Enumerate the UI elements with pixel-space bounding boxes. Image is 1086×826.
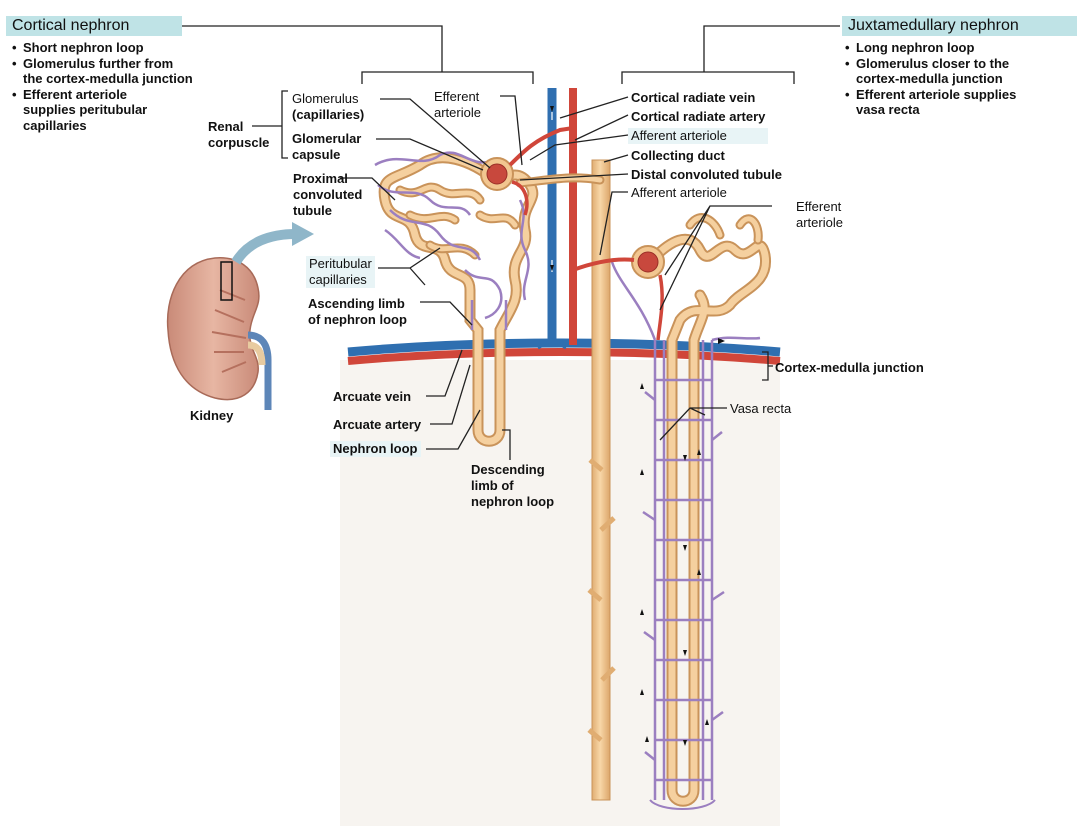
label-cortex-medulla-junction: Cortex-medulla junction	[775, 360, 924, 375]
kidney-illustration	[166, 222, 314, 410]
label-arcuate-vein: Arcuate vein	[333, 389, 412, 404]
label-collecting-duct: Collecting duct	[631, 148, 725, 163]
list-item: Long nephron loop	[845, 40, 1016, 56]
cortical-radiate-vessels	[537, 88, 577, 350]
list-item: Short nephron loop	[12, 40, 193, 56]
arcuate-vessels	[347, 338, 781, 365]
cortical-glomerulus	[480, 126, 574, 216]
leader-lines	[178, 25, 840, 460]
label-cortical-radiate-artery: Cortical radiate artery	[631, 109, 766, 124]
label-distal-convoluted-tubule: Distal convoluted tubule	[631, 167, 782, 182]
cortical-nephron-title: Cortical nephron	[6, 16, 182, 36]
collecting-duct	[587, 159, 616, 801]
juxtamedullary-glomerulus	[572, 245, 665, 341]
label-nephron-loop: Nephron loop	[330, 441, 421, 457]
cortical-nephron-features: Short nephron loop Glomerulus further fr…	[12, 40, 193, 133]
label-afferent-arteriole-juxtamedullary: Afferent arteriole	[631, 185, 727, 200]
flow-arrows	[550, 106, 725, 746]
juxtamedullary-nephron	[644, 213, 771, 807]
label-arcuate-artery: Arcuate artery	[333, 417, 422, 432]
label-cortical-radiate-vein: Cortical radiate vein	[631, 90, 756, 105]
label-afferent-arteriole-cortical: Afferent arteriole	[628, 128, 768, 144]
label-vasa-recta: Vasa recta	[730, 401, 792, 416]
medulla-shading	[340, 360, 780, 826]
label-kidney: Kidney	[190, 408, 234, 423]
juxtamedullary-nephron-title: Juxtamedullary nephron	[842, 16, 1077, 36]
label-glomerulus: Glomerulus(capillaries)	[292, 91, 365, 122]
juxtamedullary-nephron-features: Long nephron loop Glomerulus closer to t…	[845, 40, 1016, 118]
